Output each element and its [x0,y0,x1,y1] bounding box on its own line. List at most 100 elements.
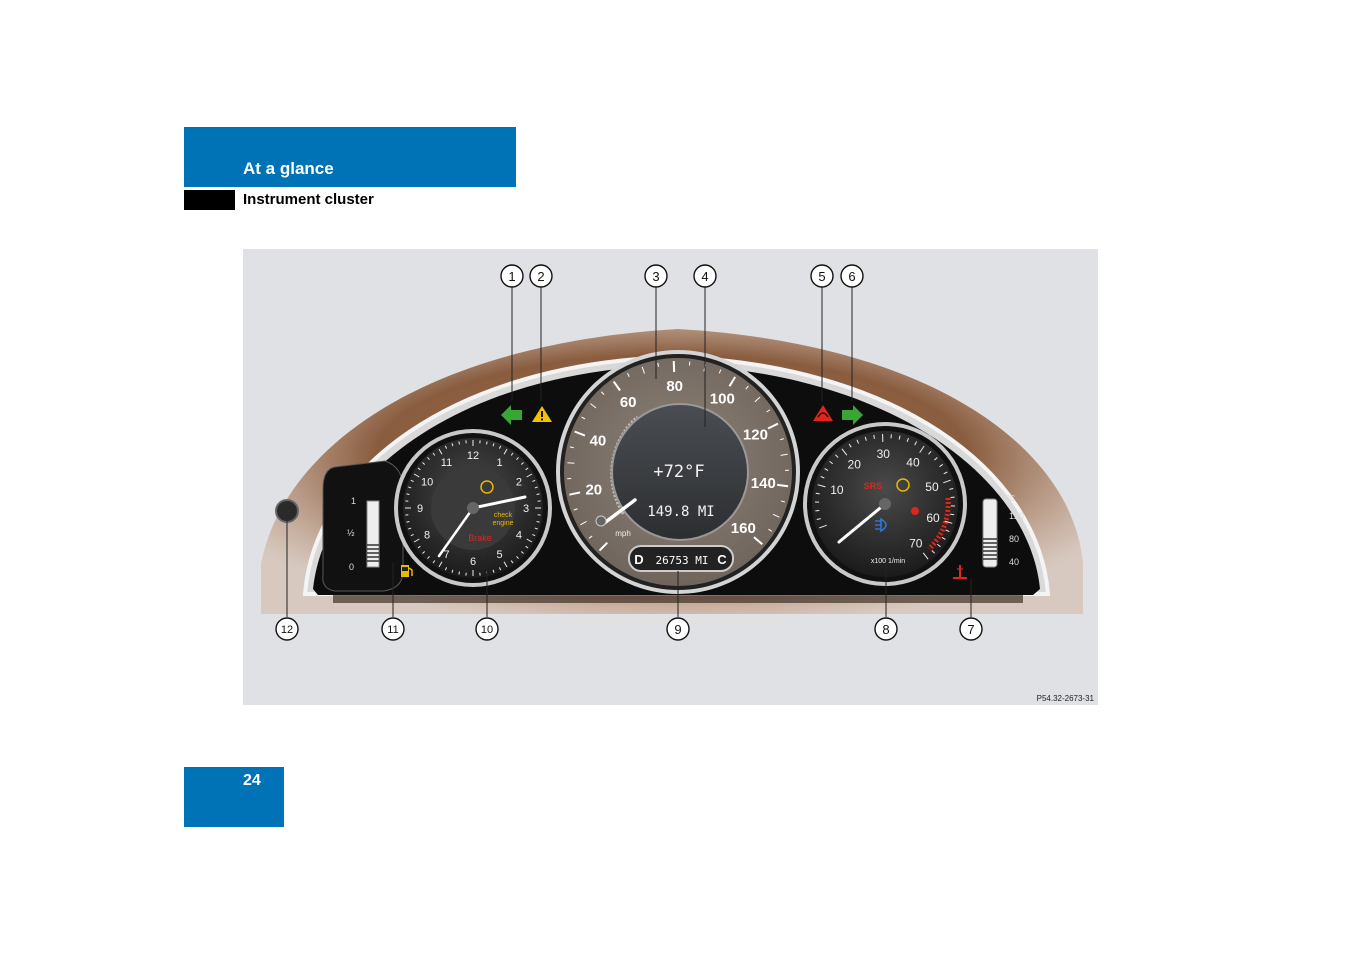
speed-tick [588,535,593,539]
clock-number: 2 [516,477,522,489]
fuel-label-half: ½ [347,528,355,538]
clock-tick [408,486,412,489]
callout-1: 1 [500,264,524,288]
clock-tick [410,479,414,483]
tach-tick [936,543,941,548]
clock-tick [516,555,519,559]
odometer-value: 26753 MI [656,554,709,567]
tach-tick [848,443,852,448]
clock-tick [516,457,519,461]
tach-tick [939,464,944,468]
page-number-box [184,767,284,827]
clock-number: 11 [441,457,452,469]
clock-tick [438,448,443,455]
tach-tick [898,435,901,440]
speed-tick [777,483,789,488]
speed-tick [657,362,659,367]
speed-number: 160 [731,520,756,537]
clock-tick [486,441,488,445]
esp-triangle-icon [813,405,833,421]
tach-tick [841,448,848,456]
clock-number: 10 [421,477,433,489]
speed-tick [581,416,586,420]
clock-tick [498,567,502,571]
speed-tick [728,376,737,387]
clock-tick [417,467,421,471]
odometer-right-letter: C [717,552,727,567]
clock-number: 5 [496,549,502,561]
clock-tick [451,443,454,447]
callout-12-label: 12 [281,624,293,636]
speed-tick [573,508,578,511]
speed-tick [779,438,785,441]
clock-tick [492,569,495,573]
odometer-display [628,545,734,572]
speed-tick [780,453,788,456]
odometer-left-letter: D [634,552,643,567]
fuel-pump-icon [401,565,413,577]
tach-tick [824,468,829,472]
subsection-marker [184,190,235,210]
clock-hour-hand [471,495,527,510]
callout-8-label: 8 [882,622,889,637]
temp-label-mid: 80 [1009,534,1019,544]
speed-number: 80 [666,378,683,395]
tach-number: 30 [877,447,891,461]
temp-label-low: 40 [1009,557,1019,567]
speed-tick [600,391,605,395]
clock-tick [406,521,410,523]
clock-tick [432,452,436,456]
temp-unit: °C [1006,494,1015,503]
clock-number: 4 [516,530,522,542]
speed-number: 40 [590,433,607,450]
tach-number: 20 [848,458,862,472]
subsection-title: Instrument cluster [243,191,374,208]
tachometer-needle [837,502,887,544]
high-beam-icon [875,517,887,533]
tach-tick [943,471,948,475]
speed-tick [641,366,645,374]
callout-4: 4 [693,264,717,288]
clock-tick [510,452,514,456]
clock-number: 6 [470,556,476,568]
tach-tick [934,457,938,461]
callout-10-label: 10 [481,624,493,636]
fuel-gauge: 1 ½ 0 [347,496,413,577]
tach-tick [949,488,954,490]
figure-reference: P54.32-2673-31 [1037,694,1095,703]
callout-9-label: 9 [674,622,681,637]
tach-tick [950,513,955,516]
speed-tick [580,521,587,526]
speed-tick [569,446,574,449]
clock-tick [444,567,448,571]
speed-number: 60 [620,394,637,411]
callout-11-label: 11 [387,624,398,636]
warning-triangle-icon [532,406,552,422]
trip-odometer: 149.8 MI [647,504,714,520]
fuel-label-full: 1 [351,496,356,506]
tach-tick [819,524,827,529]
tach-number: 50 [925,480,939,494]
clock-number: 9 [417,503,423,515]
clock-tick [534,527,538,530]
clock-tick [526,473,533,478]
clock-tick [525,467,529,471]
clock-tick [422,551,426,554]
clock-number: 3 [523,503,529,515]
coolant-temp-icon [953,565,967,579]
clock-tick [444,445,448,449]
tach-tick [941,536,946,540]
speed-tick [745,385,749,390]
speed-tick [598,542,608,552]
tach-tick [922,552,929,560]
clock-tick [536,521,540,523]
clock-tick [451,569,454,573]
tach-number: 60 [926,511,940,525]
clock-tick [422,462,426,465]
speed-tick [574,430,586,437]
tachometer-unit: x100 1/min [871,558,905,565]
check-engine-text-1: check [494,512,513,519]
clock-tick [458,441,460,445]
